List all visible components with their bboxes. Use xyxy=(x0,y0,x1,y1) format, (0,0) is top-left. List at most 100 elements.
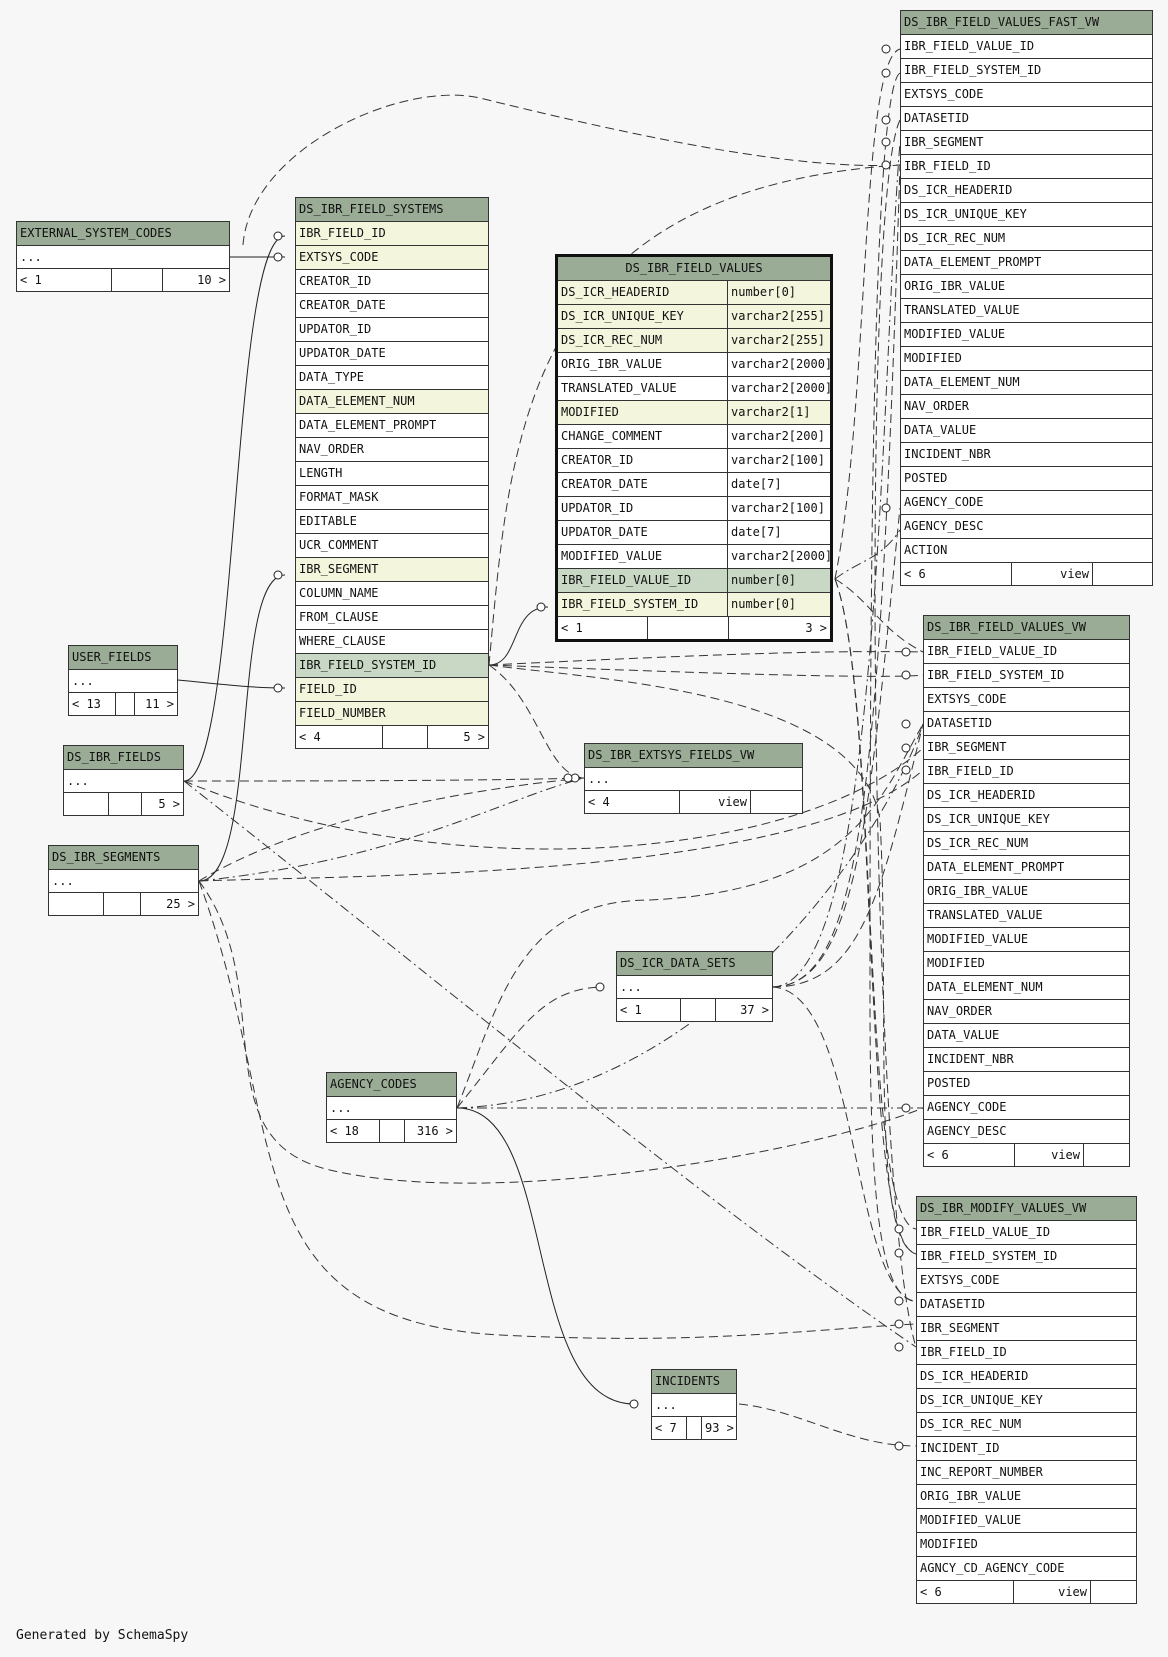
parent-count[interactable]: < 1 xyxy=(561,621,583,635)
table-title[interactable]: DS_IBR_FIELDS xyxy=(64,746,183,770)
column-row[interactable]: DATA_ELEMENT_PROMPT xyxy=(901,251,1152,275)
table-title[interactable]: DS_IBR_FIELD_VALUES_VW xyxy=(924,616,1129,640)
child-count[interactable]: 93 > xyxy=(701,1417,736,1439)
column-row[interactable]: COLUMN_NAME xyxy=(296,582,488,606)
column-row[interactable]: IBR_SEGMENT xyxy=(901,131,1152,155)
parent-count[interactable]: < 6 xyxy=(904,567,926,581)
column-row[interactable]: DS_ICR_HEADERID xyxy=(924,784,1129,808)
child-count[interactable]: 10 > xyxy=(162,269,229,291)
column-row[interactable]: IBR_SEGMENT xyxy=(296,558,488,582)
column-row[interactable]: DATA_ELEMENT_PROMPT xyxy=(296,414,488,438)
column-row[interactable]: MODIFIED_VALUE xyxy=(924,928,1129,952)
column-row[interactable]: FORMAT_MASK xyxy=(296,486,488,510)
table-title[interactable]: DS_IBR_SEGMENTS xyxy=(49,846,198,870)
parent-count[interactable]: < 18 xyxy=(330,1124,359,1138)
child-count[interactable] xyxy=(1083,1144,1129,1166)
table-ds-ibr-modify-values-vw[interactable]: DS_IBR_MODIFY_VALUES_VW IBR_FIELD_VALUE_… xyxy=(916,1196,1137,1604)
column-row[interactable]: MODIFIED_VALUE xyxy=(901,323,1152,347)
column-row[interactable]: DATA_ELEMENT_NUM xyxy=(296,390,488,414)
column-row[interactable]: DS_ICR_REC_NUM xyxy=(917,1413,1136,1437)
column-row[interactable]: IBR_FIELD_VALUE_ID xyxy=(901,35,1152,59)
child-count[interactable]: 5 > xyxy=(141,793,183,815)
column-row[interactable]: IBR_FIELD_SYSTEM_ID xyxy=(296,654,488,678)
column-row[interactable]: POSTED xyxy=(924,1072,1129,1096)
column-row[interactable]: CREATOR_DATE xyxy=(296,294,488,318)
table-ds-ibr-extsys-fields-vw[interactable]: DS_IBR_EXTSYS_FIELDS_VW ... < 4 view xyxy=(584,743,803,814)
table-title[interactable]: INCIDENTS xyxy=(652,1370,736,1394)
column-row[interactable]: INC_REPORT_NUMBER xyxy=(917,1461,1136,1485)
column-row[interactable]: DS_ICR_UNIQUE_KEY xyxy=(901,203,1152,227)
table-user-fields[interactable]: USER_FIELDS ... < 13 11 > xyxy=(68,645,178,716)
child-count[interactable]: 316 > xyxy=(404,1120,456,1142)
parent-count[interactable] xyxy=(49,893,103,915)
column-row[interactable]: DATA_ELEMENT_NUM xyxy=(924,976,1129,1000)
column-row[interactable]: DS_ICR_REC_NUM xyxy=(901,227,1152,251)
column-row[interactable]: ACTION xyxy=(901,539,1152,563)
table-title[interactable]: USER_FIELDS xyxy=(69,646,177,670)
table-external-system-codes[interactable]: EXTERNAL_SYSTEM_CODES ... < 1 10 > xyxy=(16,221,230,292)
column-row[interactable]: UPDATOR_ID xyxy=(296,318,488,342)
column-row[interactable]: DATA_ELEMENT_NUM xyxy=(901,371,1152,395)
column-row[interactable]: FIELD_NUMBER xyxy=(296,702,488,726)
table-title[interactable]: DS_IBR_EXTSYS_FIELDS_VW xyxy=(585,744,802,768)
column-row[interactable]: NAV_ORDER xyxy=(924,1000,1129,1024)
column-row[interactable]: DATA_TYPE xyxy=(296,366,488,390)
column-row[interactable]: FIELD_ID xyxy=(296,678,488,702)
column-row[interactable]: MODIFIED_VALUE xyxy=(917,1509,1136,1533)
parent-count[interactable]: < 4 xyxy=(588,795,610,809)
table-ds-icr-data-sets[interactable]: DS_ICR_DATA_SETS ... < 1 37 > xyxy=(616,951,773,1022)
column-row[interactable]: INCIDENT_NBR xyxy=(924,1048,1129,1072)
column-row[interactable]: NAV_ORDER xyxy=(901,395,1152,419)
column-row[interactable]: DS_ICR_REC_NUM xyxy=(924,832,1129,856)
table-title[interactable]: DS_IBR_FIELD_SYSTEMS xyxy=(296,198,488,222)
column-row[interactable]: WHERE_CLAUSE xyxy=(296,630,488,654)
column-row[interactable]: AGENCY_DESC xyxy=(901,515,1152,539)
column-row[interactable]: TRANSLATED_VALUE xyxy=(924,904,1129,928)
column-row[interactable]: EXTSYS_CODE xyxy=(901,83,1152,107)
column-row[interactable]: CREATOR_ID xyxy=(296,270,488,294)
column-row[interactable]: DATA_VALUE xyxy=(924,1024,1129,1048)
column-row[interactable]: EDITABLE xyxy=(296,510,488,534)
table-title[interactable]: DS_IBR_FIELD_VALUES xyxy=(558,257,830,281)
parent-count[interactable] xyxy=(64,793,108,815)
child-count[interactable]: 25 > xyxy=(140,893,198,915)
column-row[interactable]: DS_ICR_HEADERID xyxy=(901,179,1152,203)
column-row[interactable]: FROM_CLAUSE xyxy=(296,606,488,630)
column-row[interactable]: TRANSLATED_VALUE xyxy=(901,299,1152,323)
table-title[interactable]: EXTERNAL_SYSTEM_CODES xyxy=(17,222,229,246)
table-ds-ibr-field-values-vw[interactable]: DS_IBR_FIELD_VALUES_VW IBR_FIELD_VALUE_I… xyxy=(923,615,1130,1167)
child-count[interactable] xyxy=(1092,563,1152,585)
child-count[interactable]: 11 > xyxy=(134,693,177,715)
parent-count[interactable]: < 6 xyxy=(920,1585,942,1599)
column-row[interactable]: INCIDENT_ID xyxy=(917,1437,1136,1461)
table-title[interactable]: AGENCY_CODES xyxy=(327,1073,456,1097)
child-count[interactable]: 37 > xyxy=(715,999,772,1021)
column-row[interactable]: IBR_FIELD_SYSTEM_ID xyxy=(901,59,1152,83)
column-row[interactable]: LENGTH xyxy=(296,462,488,486)
column-row[interactable]: IBR_FIELD_VALUE_ID xyxy=(917,1221,1136,1245)
column-row[interactable]: EXTSYS_CODE xyxy=(917,1269,1136,1293)
column-row[interactable]: UPDATOR_DATE xyxy=(296,342,488,366)
column-row[interactable]: ORIG_IBR_VALUE xyxy=(917,1485,1136,1509)
parent-count[interactable]: < 4 xyxy=(299,730,321,744)
column-row[interactable]: AGNCY_CD_AGENCY_CODE xyxy=(917,1557,1136,1581)
column-row[interactable]: ORIG_IBR_VALUE xyxy=(924,880,1129,904)
column-row[interactable]: IBR_FIELD_ID xyxy=(901,155,1152,179)
table-ds-ibr-segments[interactable]: DS_IBR_SEGMENTS ... 25 > xyxy=(48,845,199,916)
column-row[interactable]: IBR_FIELD_VALUE_ID xyxy=(924,640,1129,664)
column-row[interactable]: DATASETID xyxy=(901,107,1152,131)
parent-count[interactable]: < 6 xyxy=(927,1148,949,1162)
column-row[interactable]: POSTED xyxy=(901,467,1152,491)
parent-count[interactable]: < 1 xyxy=(620,1003,642,1017)
column-row[interactable]: DS_ICR_UNIQUE_KEY xyxy=(924,808,1129,832)
